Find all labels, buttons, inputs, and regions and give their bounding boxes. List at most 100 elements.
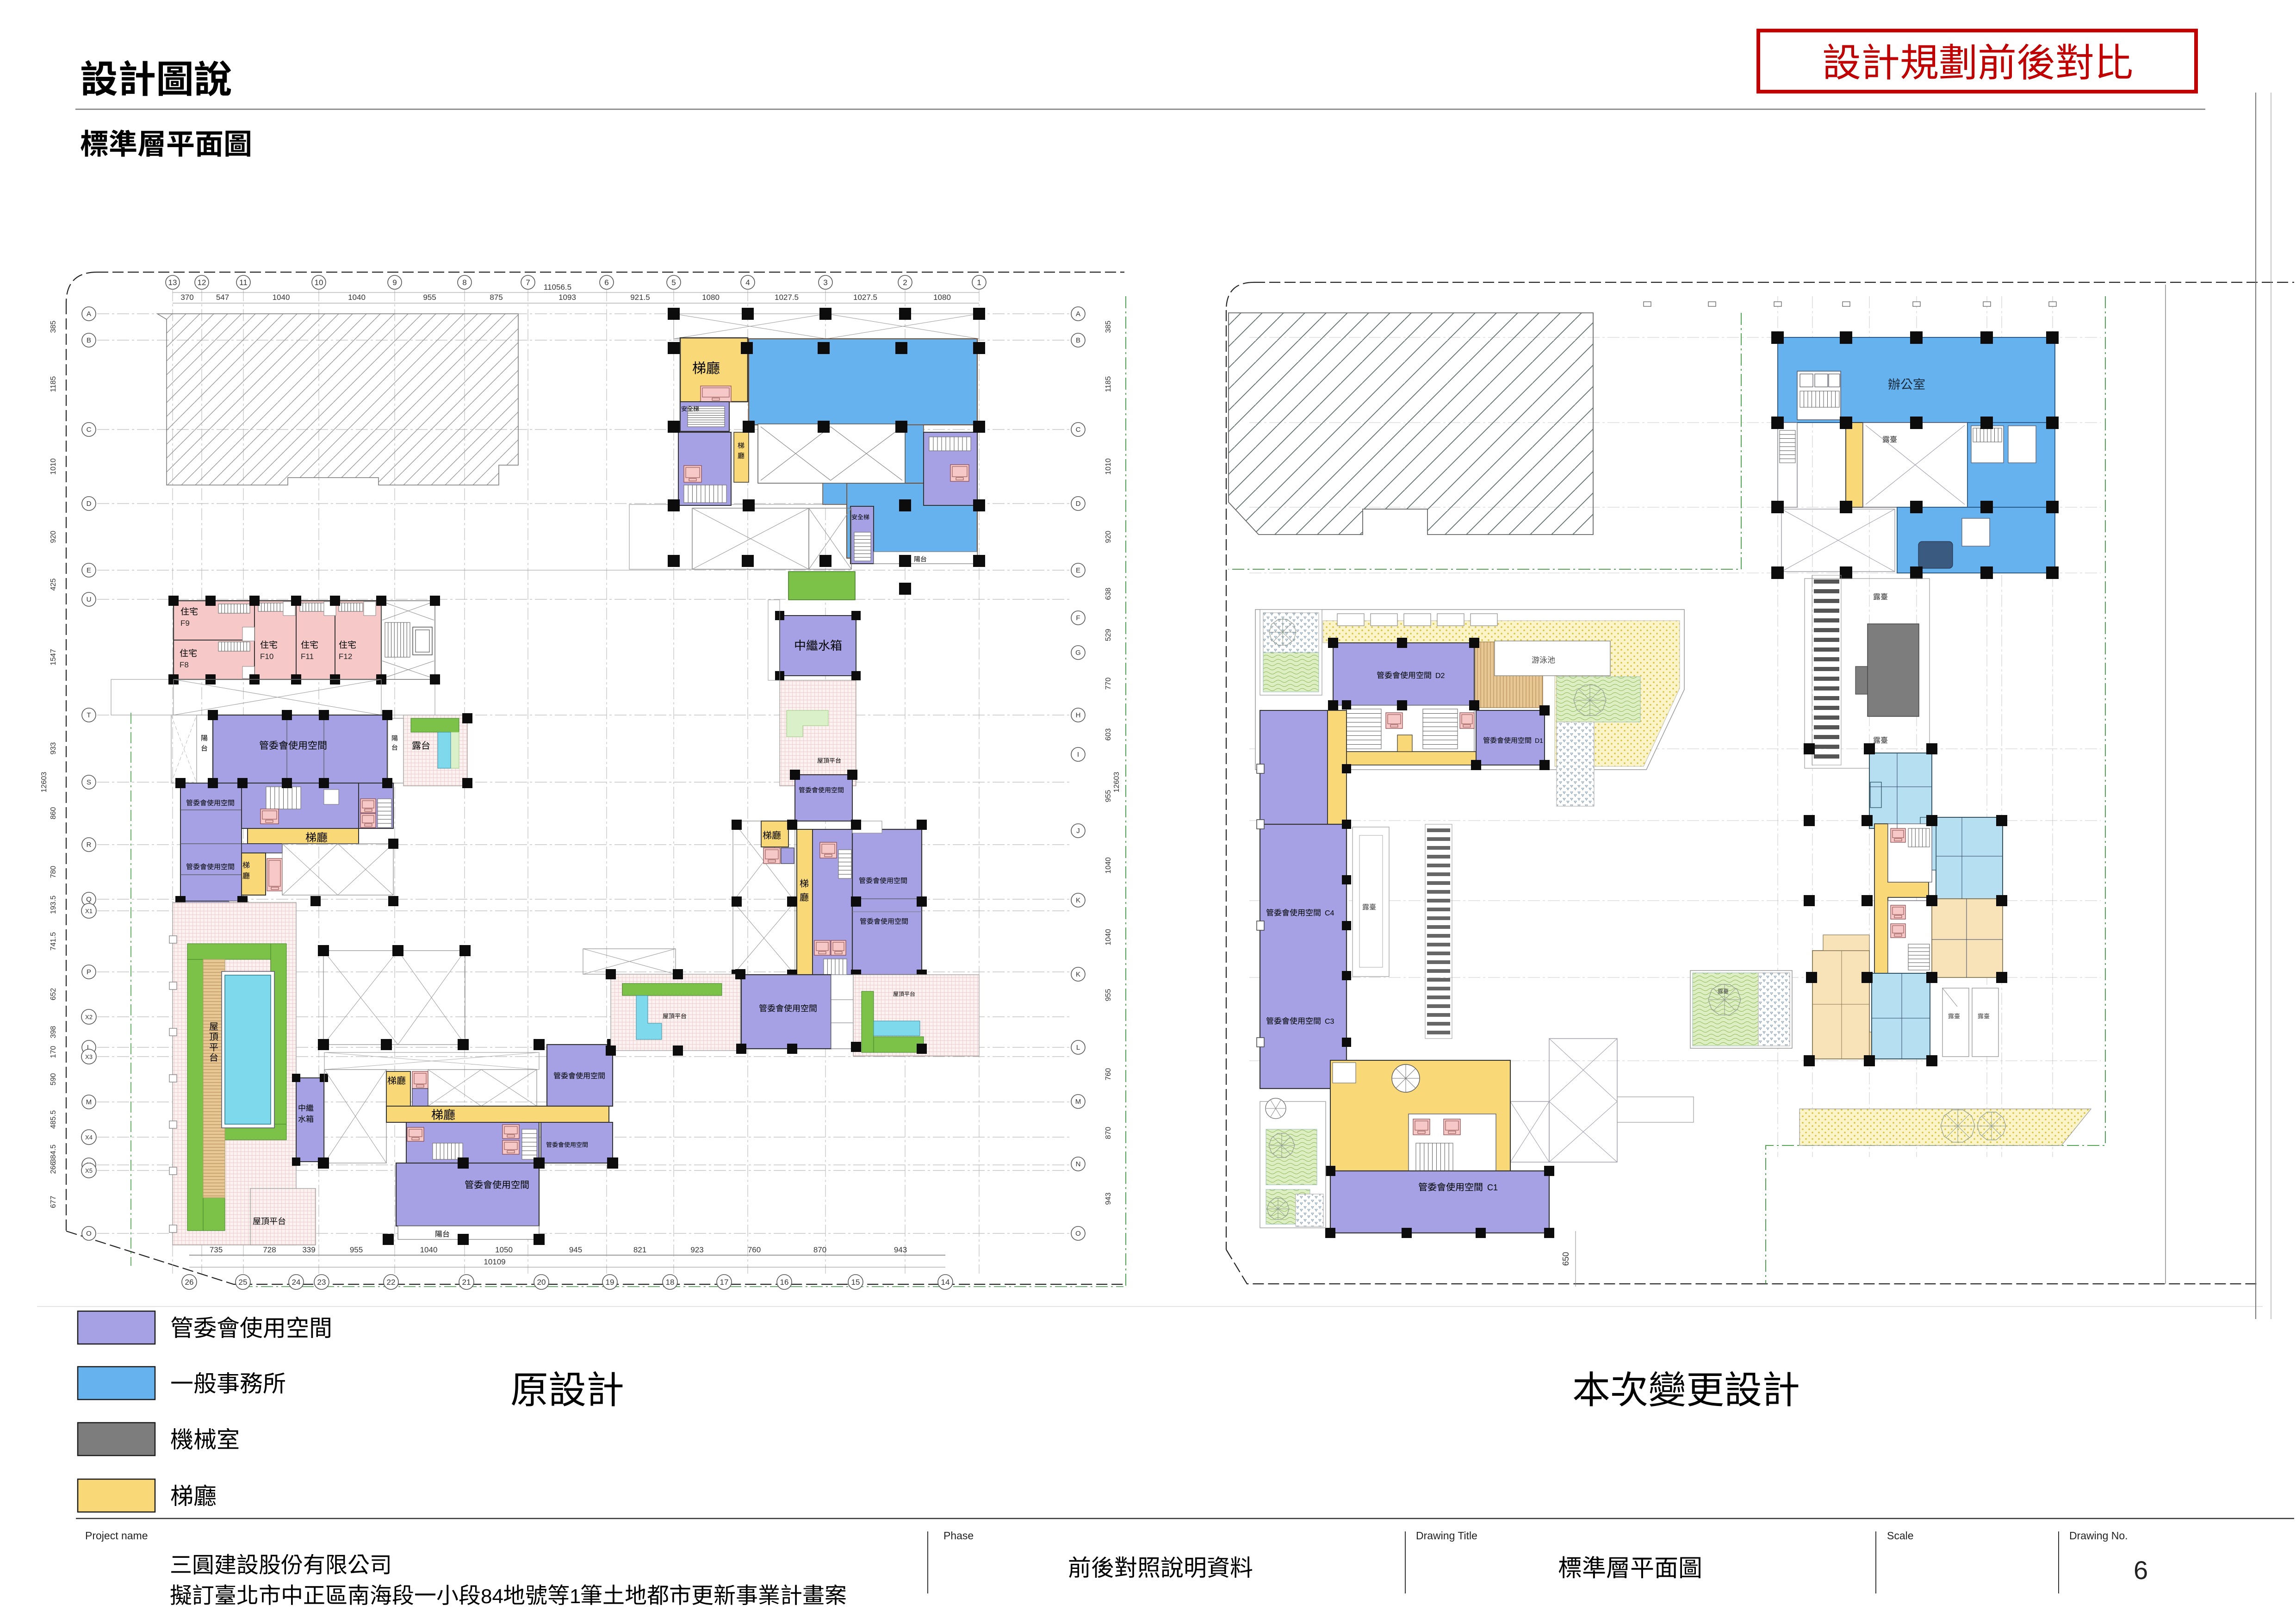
svg-text:R: R [87, 841, 92, 849]
svg-text:638: 638 [1105, 588, 1112, 600]
svg-text:A: A [1076, 310, 1080, 318]
svg-text:X2: X2 [85, 1014, 93, 1020]
svg-text:X5: X5 [85, 1167, 93, 1174]
svg-text:F10: F10 [260, 652, 273, 661]
svg-text:20: 20 [537, 1278, 546, 1287]
svg-text:955: 955 [1105, 790, 1112, 803]
svg-text:B: B [1076, 336, 1080, 344]
svg-text:F9: F9 [180, 619, 190, 628]
svg-text:933: 933 [50, 742, 57, 755]
svg-text:K: K [1076, 896, 1080, 904]
svg-text:23: 23 [317, 1278, 326, 1287]
svg-text:C1: C1 [1487, 1183, 1498, 1192]
svg-text:84: 84 [481, 1585, 503, 1608]
svg-text:603: 603 [1105, 728, 1112, 741]
svg-text:760: 760 [1105, 1068, 1112, 1081]
svg-text:24: 24 [292, 1278, 301, 1287]
svg-text:U: U [87, 596, 92, 604]
svg-text:1080: 1080 [702, 293, 720, 302]
svg-text:385: 385 [1105, 321, 1112, 333]
svg-text:X3: X3 [85, 1053, 93, 1060]
svg-text:Q: Q [86, 896, 92, 903]
svg-text:O: O [1075, 1230, 1081, 1238]
svg-text:12603: 12603 [1113, 772, 1121, 793]
svg-text:1080: 1080 [933, 293, 951, 302]
svg-text:735: 735 [210, 1245, 223, 1254]
svg-text:17: 17 [720, 1278, 729, 1287]
svg-text:870: 870 [1105, 1127, 1112, 1139]
svg-text:955: 955 [1105, 989, 1112, 1002]
svg-text:N: N [1076, 1160, 1081, 1168]
svg-text:18: 18 [666, 1278, 675, 1287]
svg-text:920: 920 [50, 531, 57, 543]
svg-text:B: B [87, 336, 91, 344]
svg-text:1040: 1040 [273, 293, 290, 302]
svg-text:943: 943 [1105, 1193, 1112, 1205]
svg-text:26: 26 [185, 1278, 194, 1287]
svg-text:Scale: Scale [1887, 1530, 1914, 1542]
svg-text:C4: C4 [1325, 909, 1334, 917]
svg-text:1040: 1040 [348, 293, 366, 302]
svg-text:170: 170 [50, 1046, 57, 1058]
svg-text:5: 5 [671, 278, 676, 287]
svg-text:1040: 1040 [1105, 857, 1112, 874]
svg-text:C: C [1076, 426, 1081, 434]
svg-text:21: 21 [462, 1278, 471, 1287]
svg-text:1: 1 [570, 1585, 581, 1608]
svg-text:M: M [86, 1098, 92, 1106]
svg-text:F: F [1076, 614, 1080, 622]
svg-text:6: 6 [2134, 1556, 2148, 1585]
svg-text:266: 266 [50, 1162, 57, 1174]
svg-text:384.5: 384.5 [50, 1145, 57, 1163]
svg-text:M: M [1075, 1098, 1081, 1106]
svg-text:677: 677 [50, 1196, 57, 1208]
svg-text:L: L [1076, 1044, 1080, 1052]
svg-text:385: 385 [50, 321, 57, 333]
svg-text:C3: C3 [1325, 1018, 1334, 1026]
svg-text:650: 650 [1561, 1252, 1570, 1266]
svg-text:L: L [87, 1044, 91, 1052]
svg-text:D1: D1 [1535, 737, 1543, 744]
svg-text:1027.5: 1027.5 [775, 293, 799, 302]
svg-text:D: D [1076, 500, 1081, 508]
svg-text:Phase: Phase [943, 1530, 974, 1542]
svg-text:F12: F12 [339, 652, 352, 661]
svg-text:1185: 1185 [1105, 376, 1112, 392]
svg-text:D: D [87, 500, 92, 508]
svg-text:11: 11 [239, 278, 248, 287]
svg-text:860: 860 [50, 807, 57, 820]
svg-text:1050: 1050 [495, 1245, 513, 1254]
svg-text:1185: 1185 [50, 376, 57, 392]
svg-text:1040: 1040 [420, 1245, 438, 1254]
svg-text:1027.5: 1027.5 [853, 293, 877, 302]
svg-text:J: J [1076, 827, 1080, 835]
svg-text:2: 2 [903, 278, 907, 287]
svg-text:923: 923 [690, 1245, 703, 1254]
svg-text:339: 339 [302, 1245, 315, 1254]
svg-text:10109: 10109 [484, 1257, 505, 1266]
svg-text:15: 15 [851, 1278, 860, 1287]
svg-text:529: 529 [1105, 629, 1112, 641]
svg-text:25: 25 [239, 1278, 248, 1287]
svg-text:T: T [87, 711, 91, 719]
svg-text:12603: 12603 [40, 772, 48, 793]
svg-text:193.5: 193.5 [50, 896, 57, 914]
svg-text:370: 370 [180, 293, 193, 302]
svg-text:1010: 1010 [50, 458, 57, 475]
svg-text:652: 652 [50, 988, 57, 1001]
svg-text:K: K [1076, 971, 1080, 978]
svg-text:398: 398 [50, 1026, 57, 1039]
svg-text:H: H [1076, 711, 1081, 719]
svg-text:X1: X1 [85, 908, 93, 915]
svg-text:D2: D2 [1435, 672, 1445, 680]
svg-text:11056.5: 11056.5 [544, 283, 571, 292]
svg-text:1547: 1547 [50, 649, 57, 666]
svg-text:4: 4 [745, 278, 750, 287]
svg-text:590: 590 [50, 1073, 57, 1086]
svg-text:485.5: 485.5 [50, 1110, 57, 1129]
svg-text:X4: X4 [85, 1134, 93, 1141]
svg-text:921.5: 921.5 [630, 293, 650, 302]
svg-text:E: E [87, 566, 91, 574]
svg-text:22: 22 [387, 1278, 396, 1287]
svg-text:F8: F8 [180, 660, 189, 669]
